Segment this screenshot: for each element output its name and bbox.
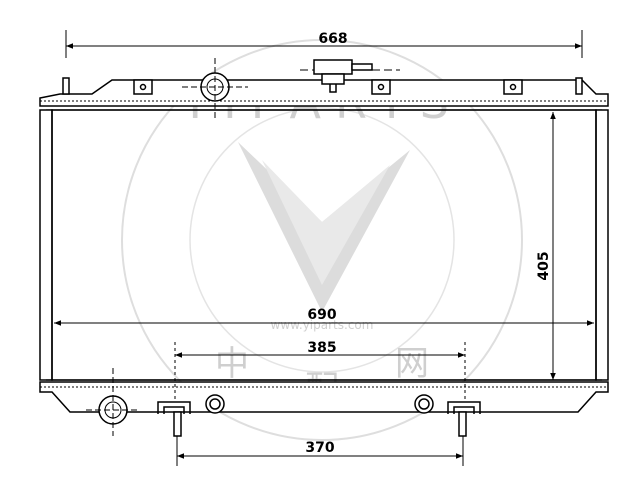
dim-core-width-label: 690 (307, 307, 336, 323)
watermark-ring-inner (189, 107, 455, 373)
watermark-cjk-right: 网 (395, 344, 429, 384)
top-tab-1 (133, 79, 153, 95)
drain-plug-right (414, 394, 434, 414)
watermark-cjk-left: 中 (215, 344, 249, 384)
dim-top-width-label: 668 (318, 31, 347, 47)
bottom-bracket-left (157, 401, 191, 414)
dim-top-width (65, 30, 583, 58)
bottom-peg-left (173, 411, 182, 437)
dim-bottom-span-label: 370 (305, 440, 334, 456)
bottom-peg-right (458, 411, 467, 437)
drain-plug-left (205, 394, 225, 414)
top-right-peg (575, 77, 583, 95)
right-side-plate (595, 109, 609, 381)
dim-core-height-label: 405 (536, 251, 552, 280)
filler-neck (300, 59, 400, 93)
top-tab-2 (371, 79, 391, 95)
bottom-outlet-pipe (86, 368, 140, 436)
watermark-ring-outer (121, 39, 523, 441)
dim-lower-span-label: 385 (307, 340, 336, 356)
dim-lower-span (174, 342, 466, 400)
left-side-plate (39, 109, 53, 381)
bottom-bracket-right (447, 401, 481, 414)
top-left-peg (62, 77, 70, 95)
watermark-v-notch (262, 160, 390, 285)
bottom-tank (39, 379, 609, 437)
top-tab-3 (503, 79, 523, 95)
top-inlet-pipe (182, 58, 248, 118)
dim-bottom-span (176, 436, 464, 466)
